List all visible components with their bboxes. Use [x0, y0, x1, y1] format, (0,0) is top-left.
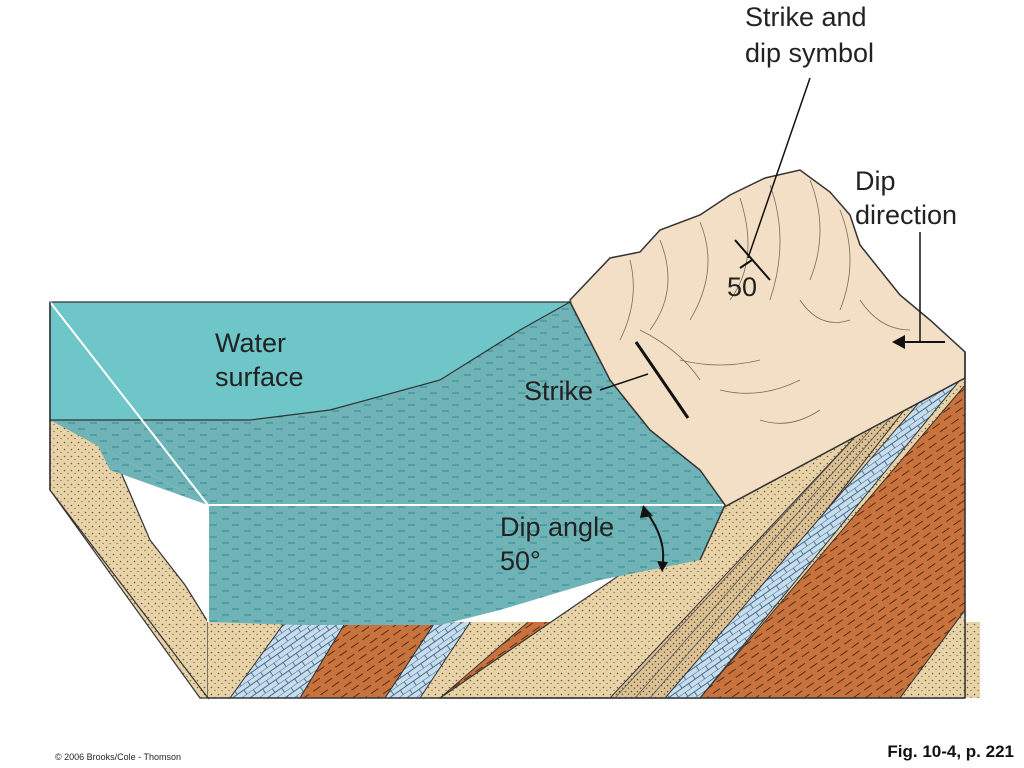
dip-angle-arrowhead-bottom — [657, 561, 668, 572]
label-strike: Strike — [524, 376, 593, 406]
label-dip-direction-1: Dip — [855, 166, 896, 196]
water-body — [50, 420, 725, 625]
copyright-text: © 2006 Brooks/Cole - Thomson — [55, 752, 182, 762]
water-body-upper — [50, 300, 725, 505]
water-surface — [49, 301, 573, 421]
label-dip-angle-2: 50° — [500, 546, 541, 576]
dip-angle-arrowhead-top — [640, 505, 653, 518]
symbol-leader — [747, 77, 811, 259]
label-strike-dip-symbol-1: Strike and — [745, 2, 867, 32]
label-dip-angle-1: Dip angle — [500, 512, 614, 542]
label-dip-direction-2: direction — [855, 200, 957, 230]
strike-line — [634, 341, 690, 419]
hill-texture — [619, 179, 911, 424]
block-edges — [49, 301, 725, 622]
strike-dip-symbol — [734, 239, 771, 281]
label-strike-dip-symbol-2: dip symbol — [745, 38, 874, 68]
strike-leader — [599, 373, 649, 391]
block-outline — [49, 301, 966, 699]
label-water-1: Water — [215, 328, 286, 358]
dip-direction-arrowhead — [892, 335, 905, 349]
figure-reference: Fig. 10-4, p. 221 — [887, 742, 1014, 761]
label-water-2: surface — [215, 362, 304, 392]
label-symbol-value: 50 — [727, 272, 757, 302]
